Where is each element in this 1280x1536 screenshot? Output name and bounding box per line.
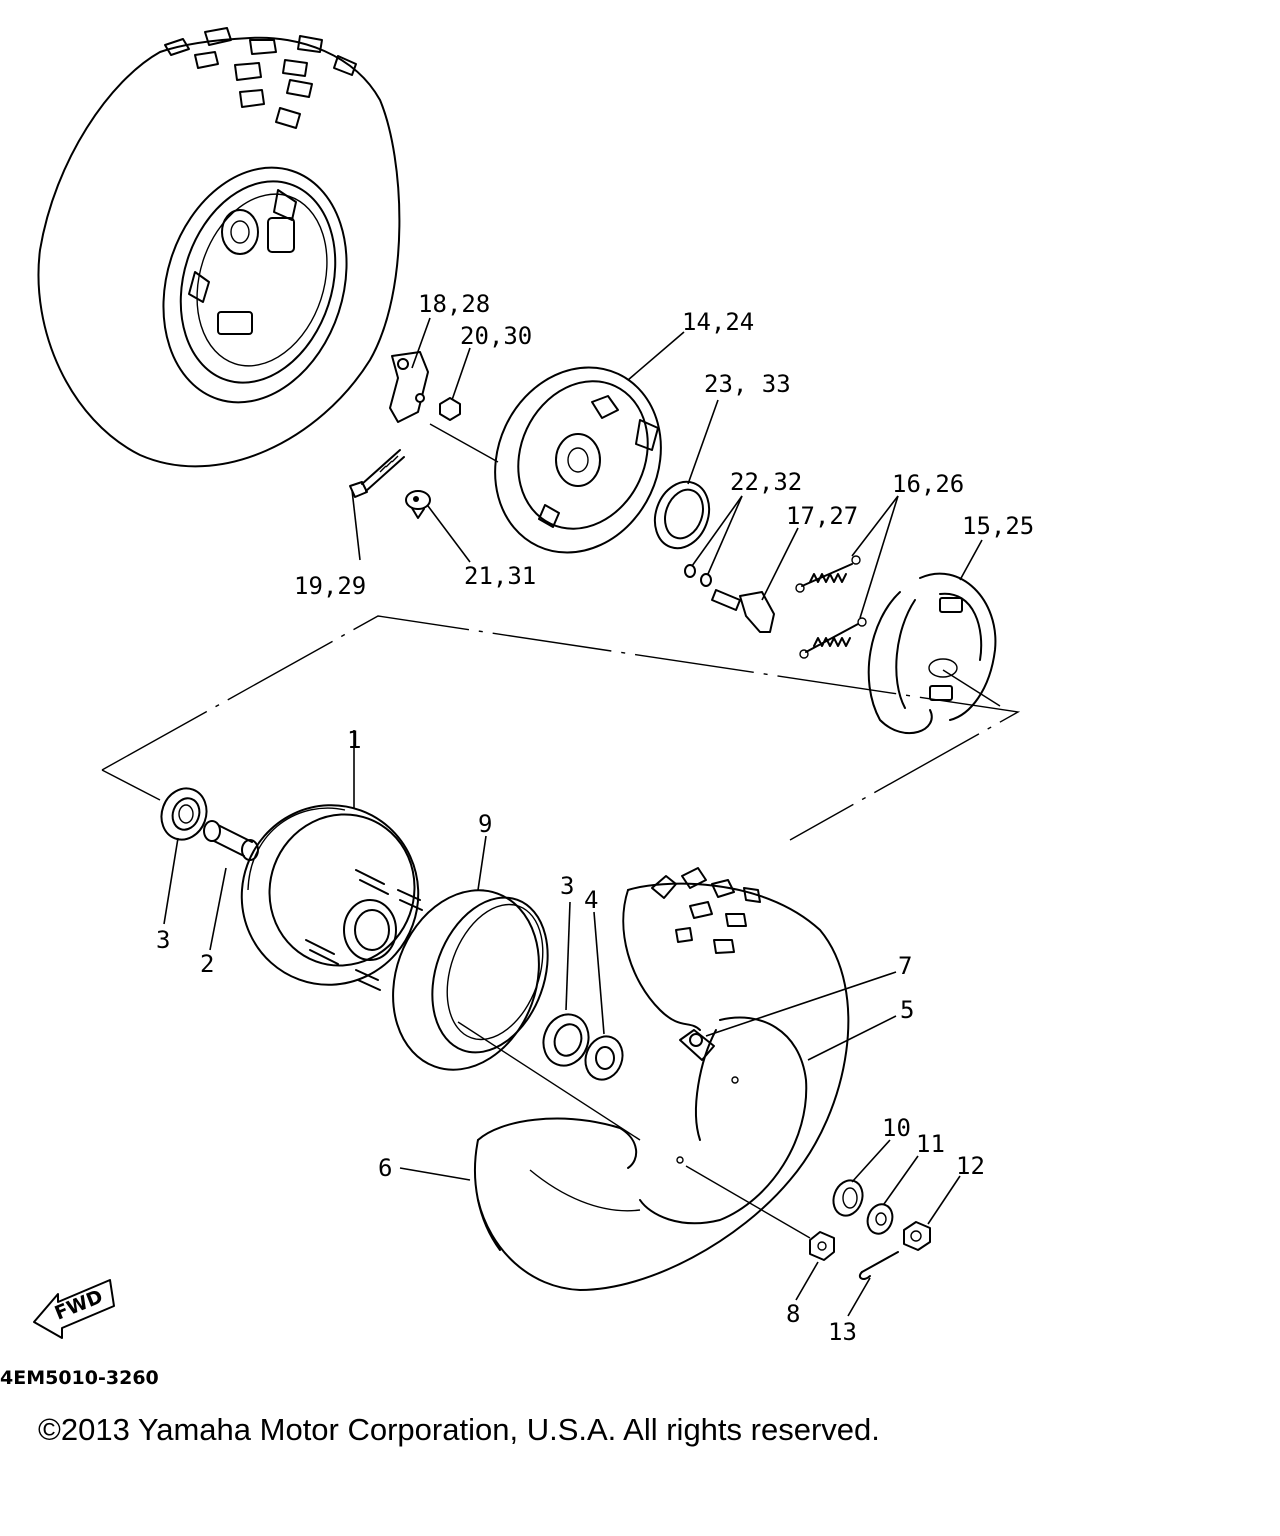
label-9: 9 (478, 810, 492, 838)
bearing-right (542, 1013, 590, 1067)
tread-blocks (164, 27, 357, 129)
label-14-24: 14,24 (682, 308, 754, 336)
label-18-28: 18,28 (418, 290, 490, 318)
label-16-26: 16,26 (892, 470, 964, 498)
label-10: 10 (882, 1114, 911, 1142)
label-15-25: 15,25 (962, 512, 1034, 540)
label-7: 7 (898, 952, 912, 980)
label-19-29: 19,29 (294, 572, 366, 600)
spacer (203, 820, 259, 861)
diagram-code: 4EM5010-3260 (0, 1367, 159, 1389)
drum-seal (392, 889, 549, 1071)
assembly-outline (101, 615, 1021, 841)
label-22-32: 22,32 (730, 468, 802, 496)
label-12: 12 (956, 1152, 985, 1180)
label-11: 11 (916, 1130, 945, 1158)
o-ring-a (684, 564, 696, 578)
brake-shoes (867, 572, 997, 735)
oil-seal (653, 480, 711, 550)
return-springs (795, 555, 867, 659)
camshaft (711, 589, 775, 633)
label-6: 6 (378, 1154, 392, 1182)
label-20-30: 20,30 (460, 322, 532, 350)
label-4: 4 (584, 886, 598, 914)
label-3-left: 3 (156, 926, 170, 954)
label-5: 5 (900, 996, 914, 1024)
forward-arrow-label: FWD (52, 1286, 106, 1325)
forward-arrow-icon: FWD (33, 1279, 115, 1339)
tire (473, 867, 850, 1291)
brake-shoe-plate (494, 366, 662, 554)
valve (679, 1029, 715, 1061)
collar (584, 1035, 624, 1081)
nut-8 (809, 1231, 835, 1261)
bolt-19 (349, 449, 405, 498)
label-1: 1 (347, 726, 361, 754)
label-8: 8 (786, 1300, 800, 1328)
label-17-27: 17,27 (786, 502, 858, 530)
label-2: 2 (200, 950, 214, 978)
castle-nut-12 (903, 1221, 931, 1251)
brake-cam-lever (389, 351, 499, 463)
label-13: 13 (828, 1318, 857, 1346)
label-3-right: 3 (560, 872, 574, 900)
nut-20 (439, 397, 461, 421)
leader-lines (163, 317, 1001, 1317)
label-23-33: 23, 33 (704, 370, 791, 398)
copyright-notice: ©2013 Yamaha Motor Corporation, U.S.A. A… (38, 1412, 880, 1447)
collar-10 (832, 1179, 864, 1217)
washer-21 (405, 490, 431, 519)
cotter-pin-13 (858, 1251, 899, 1280)
o-ring-b (700, 573, 712, 587)
wheel-hub (240, 804, 423, 991)
washer-11 (866, 1203, 894, 1235)
label-21-31: 21,31 (464, 562, 536, 590)
bearing-left (160, 787, 208, 841)
part-labels: 18,28 20,30 14,24 23, 33 22,32 17,27 16,… (156, 290, 1034, 1346)
assembled-wheel (37, 27, 401, 468)
